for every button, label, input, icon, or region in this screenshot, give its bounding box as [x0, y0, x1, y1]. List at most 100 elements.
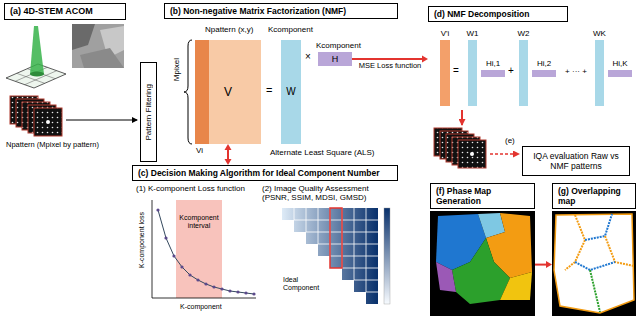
- nmf-pattern-stack-part: [470, 152, 474, 156]
- annotation: Vi: [196, 146, 203, 155]
- operator: =: [453, 65, 459, 77]
- matrix-h: H: [318, 52, 352, 66]
- electron-beam-part: [30, 26, 44, 74]
- map-panel: (f) Phase Map Generation: [430, 183, 535, 319]
- panel-title: (d) NMF Decomposition: [434, 9, 529, 19]
- dashed-arrow: [490, 153, 519, 155]
- annotation: Npattern (Mpixel by pattern): [6, 141, 99, 150]
- heatmap-grid-part: [318, 244, 378, 245]
- box-label: H: [332, 55, 339, 64]
- heatmap-grid-part: [366, 292, 378, 293]
- term-label: WK: [593, 30, 606, 38]
- electron-beam-part: [30, 72, 44, 77]
- annotation: Alternate Least Square (ALS): [270, 148, 375, 157]
- heatmap-grid-part: [294, 220, 378, 221]
- term-label: W1: [467, 30, 479, 38]
- vector-column: W1: [468, 40, 477, 106]
- box-label: V: [224, 86, 232, 98]
- loss-points-part: [204, 282, 207, 285]
- overlap-map-part-part: [575, 262, 615, 270]
- phase-map-part: [452, 238, 510, 304]
- iqa-heatmap-part: [366, 292, 378, 304]
- diffraction-stack: [10, 96, 62, 136]
- heatmap-grid-part: [354, 280, 378, 281]
- panel-title: (g) Overlapping map: [558, 186, 621, 206]
- box-label: Pattern Filtering: [144, 84, 153, 140]
- loss-points-part: [164, 236, 167, 239]
- loss-points-part: [172, 254, 175, 257]
- vector-column: W2: [519, 40, 528, 106]
- connector-line: [227, 150, 229, 159]
- panel-header: (a) 4D-STEM ACOM: [4, 3, 126, 20]
- panel-header: (d) NMF Decomposition: [428, 6, 568, 22]
- loss-chart-part: [176, 200, 222, 298]
- loss-points-part: [196, 278, 199, 281]
- iqa-heatmap: [282, 208, 390, 304]
- box-label: IQA evaluation Raw vs NMF patterns: [527, 151, 625, 171]
- annotation: Kcomponent: [268, 25, 313, 34]
- heatmap-grid-part: [342, 268, 378, 269]
- loss-points: [156, 208, 255, 295]
- panel-header: (b) Non-negative Matrix Factorization (N…: [164, 3, 398, 19]
- heatmap-grid-part: [318, 208, 319, 244]
- heatmap-grid-part: [294, 208, 295, 220]
- overlap-map: [552, 211, 636, 316]
- tem-image-part: [80, 48, 124, 68]
- matrix-w: W: [281, 40, 301, 144]
- overlap-map-part-part: [565, 215, 585, 270]
- weight-bar: Hi,2: [532, 70, 556, 77]
- iqa-heatmap-part: [384, 208, 390, 304]
- panel-letter: (e): [505, 136, 515, 145]
- annotation: Ideal Component: [283, 276, 331, 292]
- electron-beam: [30, 26, 44, 77]
- loss-points-part: [212, 285, 215, 288]
- iqa-heatmap-part: [294, 220, 378, 232]
- axis-label: K-component: [180, 303, 222, 311]
- panel-header: (g) Overlapping map: [552, 183, 636, 209]
- loss-chart-part: [158, 210, 254, 294]
- brace: [184, 40, 192, 144]
- operator: +: [508, 65, 514, 77]
- panel-header: (f) Phase Map Generation: [430, 183, 535, 209]
- overlap-map-part: [554, 214, 634, 313]
- loss-points-part: [180, 265, 183, 268]
- annotation: Npattern (x,y): [205, 25, 253, 34]
- phase-map: [430, 211, 535, 316]
- term-label: Hi,2: [537, 60, 551, 68]
- operator: =: [266, 84, 272, 97]
- heatmap-grid-part: [366, 208, 367, 292]
- flow-arrow: [461, 110, 463, 125]
- annotation: Kcomponent interval: [177, 214, 221, 230]
- connector-line: [535, 264, 546, 266]
- loss-points-part: [244, 291, 247, 294]
- loss-points-part: [220, 287, 223, 290]
- flow-arrow: [66, 120, 137, 121]
- vector-column: WK: [595, 40, 604, 106]
- overlap-map-part-part: [585, 214, 612, 240]
- loss-points-part: [236, 290, 239, 293]
- phase-map-part: [430, 211, 535, 316]
- arrowhead: [422, 56, 428, 63]
- panel-title: (f) Phase Map Generation: [436, 186, 491, 206]
- diffraction-stack-part: [34, 108, 62, 136]
- weight-bar: Hi,1: [481, 70, 505, 77]
- tem-image-part: [72, 24, 124, 68]
- overlap-map-part: [565, 214, 634, 312]
- panel-header: (c) Decision Making Algorithm for Ideal …: [132, 165, 398, 181]
- diffraction-stack-part: [46, 120, 50, 124]
- nmf-pattern-stack: [434, 128, 486, 168]
- annotation: (2) Image Quality Assessment (PSNR, SSIM…: [262, 184, 396, 202]
- overlap-map-part-part: [590, 270, 600, 312]
- vector-column: V'i: [440, 40, 450, 106]
- connector-arrow: [225, 144, 232, 165]
- phase-map-part: [500, 272, 532, 300]
- process-box: IQA evaluation Raw vs NMF patterns: [522, 146, 630, 176]
- term-label: V'i: [441, 30, 450, 38]
- loss-points-part: [228, 289, 231, 292]
- annotation: (1) K-component Loss function: [136, 184, 245, 193]
- iqa-heatmap-part: [318, 244, 378, 256]
- term-label: Hi,K: [612, 60, 627, 68]
- panel-title: (c) Decision Making Algorithm for Ideal …: [138, 168, 379, 178]
- iqa-heatmap-part: [342, 268, 378, 280]
- loss-chart: [152, 200, 256, 298]
